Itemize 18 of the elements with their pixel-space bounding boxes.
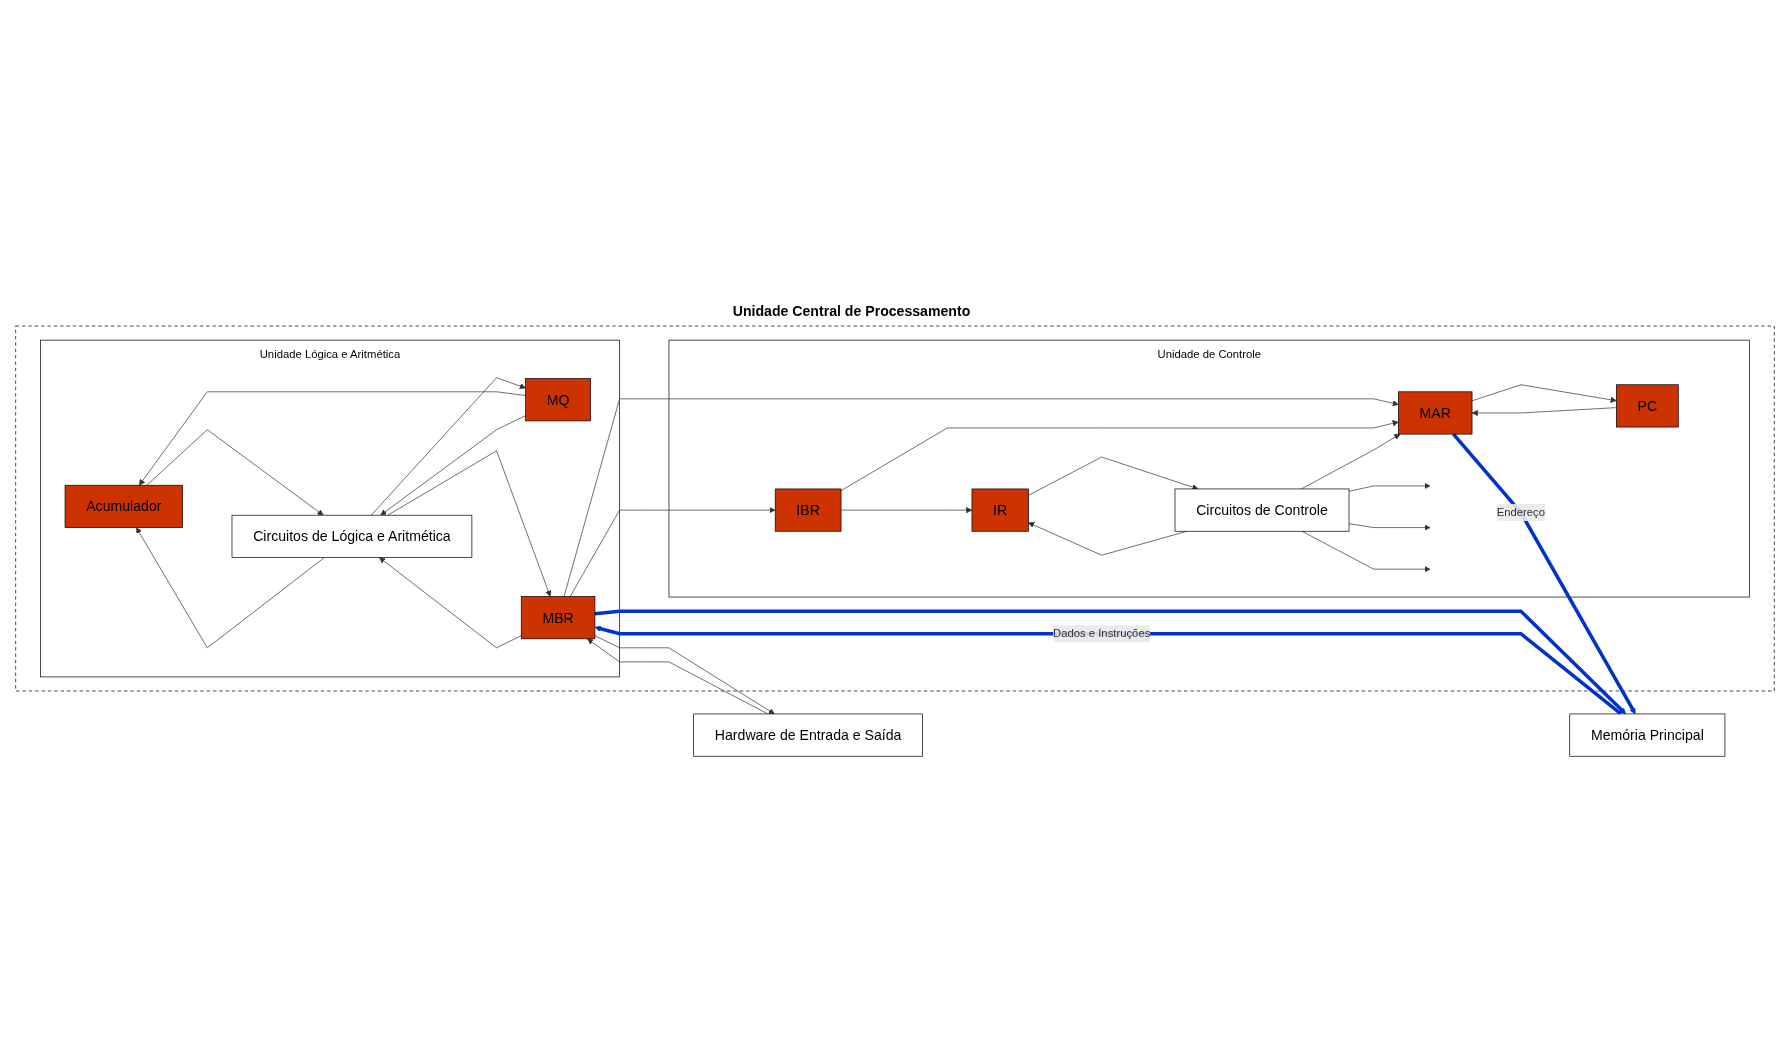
node-box: MBR [520, 595, 596, 639]
edge-label: Endereço [1496, 505, 1546, 518]
node-box: PC [1616, 383, 1679, 427]
node-box: MAR [1398, 391, 1473, 434]
edge-label: Dados e Instruções [1053, 626, 1151, 639]
node-box: Memória Principal [1569, 713, 1726, 757]
arrow [594, 608, 1627, 714]
node-box: Acumulador [64, 484, 183, 528]
arrow [1452, 432, 1636, 714]
node-box: Hardware de Entrada e Saída [693, 713, 923, 757]
node-box: Circuitos de Controle [1174, 488, 1350, 532]
node-label: Unidade Central de Processamento [732, 303, 971, 319]
node-box: IR [971, 488, 1029, 532]
node-box: MQ [525, 377, 591, 421]
cluster [15, 325, 1775, 691]
node-box: IBR [774, 488, 842, 532]
arrow [594, 625, 1623, 715]
node-box: Circuitos de Lógica e Aritmética [231, 514, 473, 558]
